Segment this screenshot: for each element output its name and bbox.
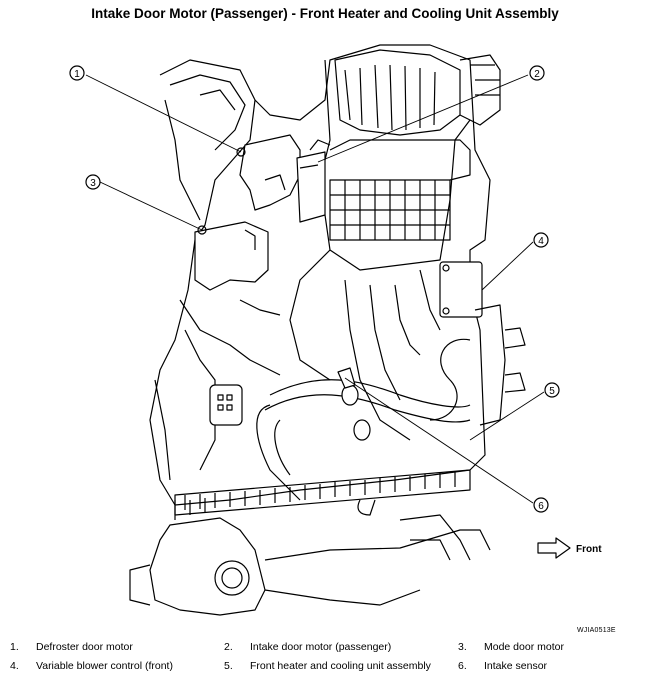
intake-door-motor <box>296 139 331 223</box>
callout-6: 6 <box>533 497 549 513</box>
lower-base-assembly <box>129 469 491 616</box>
mode-door-motor <box>194 221 269 291</box>
legend-number: 1. <box>10 641 19 653</box>
legend-label: Intake sensor <box>484 660 548 672</box>
legend-label: Variable blower control (front) <box>36 660 173 672</box>
electrical-connector <box>209 384 243 426</box>
defroster-door-motor <box>236 134 301 211</box>
callout-4: 4 <box>533 232 549 248</box>
legend-label: Mode door motor <box>484 641 564 653</box>
front-direction-arrow: Front <box>537 537 602 559</box>
legend-item: 6. Intake sensor <box>458 660 547 672</box>
legend-number: 4. <box>10 660 19 672</box>
legend-label: Front heater and cooling unit assembly <box>250 660 431 672</box>
front-label: Front <box>576 544 602 555</box>
legend-label: Defroster door motor <box>36 641 133 653</box>
intake-sensor <box>337 367 356 389</box>
legend-item: 3. Mode door motor <box>458 641 564 653</box>
legend-number: 5. <box>224 660 233 672</box>
evaporator-core <box>329 139 471 241</box>
callout-6-label: 6 <box>538 501 544 512</box>
legend-row: 1. Defroster door motor 2. Intake door mot… <box>10 641 646 660</box>
callout-2: 2 <box>529 65 545 81</box>
callout-5: 5 <box>544 382 560 398</box>
legend-item: 5. Front heater and cooling unit assembly <box>224 660 431 672</box>
callout-2-label: 2 <box>534 69 540 80</box>
assembly-illustration: 1 2 3 4 5 6 Front <box>69 44 602 616</box>
callout-3-label: 3 <box>90 178 96 189</box>
figure-reference-code: WJIA0513E <box>577 627 616 634</box>
legend-number: 6. <box>458 660 467 672</box>
blower-housing <box>334 49 501 136</box>
callout-1: 1 <box>69 65 85 81</box>
page-title: Intake Door Motor (Passenger) - Front He… <box>91 6 559 21</box>
legend-item: 2. Intake door motor (passenger) <box>224 641 391 653</box>
leader-lines <box>85 74 545 504</box>
callout-4-label: 4 <box>538 236 544 247</box>
legend-item: 4. Variable blower control (front) <box>10 660 173 672</box>
variable-blower-control <box>439 261 483 318</box>
callout-5-label: 5 <box>549 386 555 397</box>
refrigerant-pipes <box>256 304 526 501</box>
callout-3: 3 <box>85 174 101 190</box>
legend-item: 1. Defroster door motor <box>10 641 133 653</box>
parts-legend: 1. Defroster door motor 2. Intake door mot… <box>10 641 646 679</box>
legend-row: 4. Variable blower control (front) 5. Fron… <box>10 660 646 679</box>
legend-number: 2. <box>224 641 233 653</box>
legend-number: 3. <box>458 641 467 653</box>
legend-label: Intake door motor (passenger) <box>250 641 392 653</box>
callout-1-label: 1 <box>74 69 80 80</box>
